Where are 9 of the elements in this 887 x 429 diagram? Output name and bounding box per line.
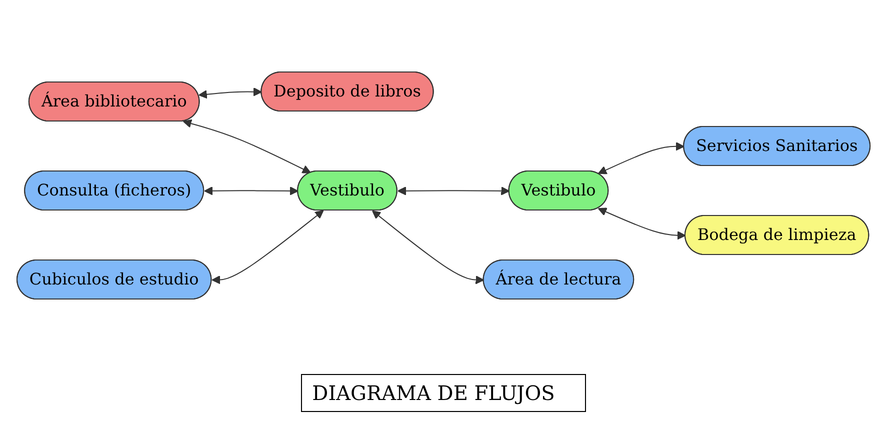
diagram-title: DIAGRAMA DE FLUJOS xyxy=(301,374,586,412)
arrow xyxy=(598,141,684,174)
arrow xyxy=(397,186,510,195)
arrow xyxy=(212,210,324,284)
arrow xyxy=(204,186,298,195)
arrow xyxy=(598,207,686,240)
arrow xyxy=(182,118,311,173)
arrow xyxy=(372,210,484,284)
arrow xyxy=(198,86,262,98)
